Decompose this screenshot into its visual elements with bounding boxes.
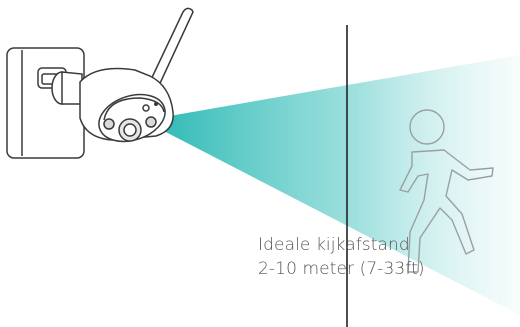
- viewing-distance-caption: Ideale kijkafstand 2-10 meter (7-33ft): [258, 233, 498, 281]
- caption-line-1: Ideale kijkafstand: [258, 233, 498, 257]
- caption-line-2: 2-10 meter (7-33ft): [258, 257, 498, 281]
